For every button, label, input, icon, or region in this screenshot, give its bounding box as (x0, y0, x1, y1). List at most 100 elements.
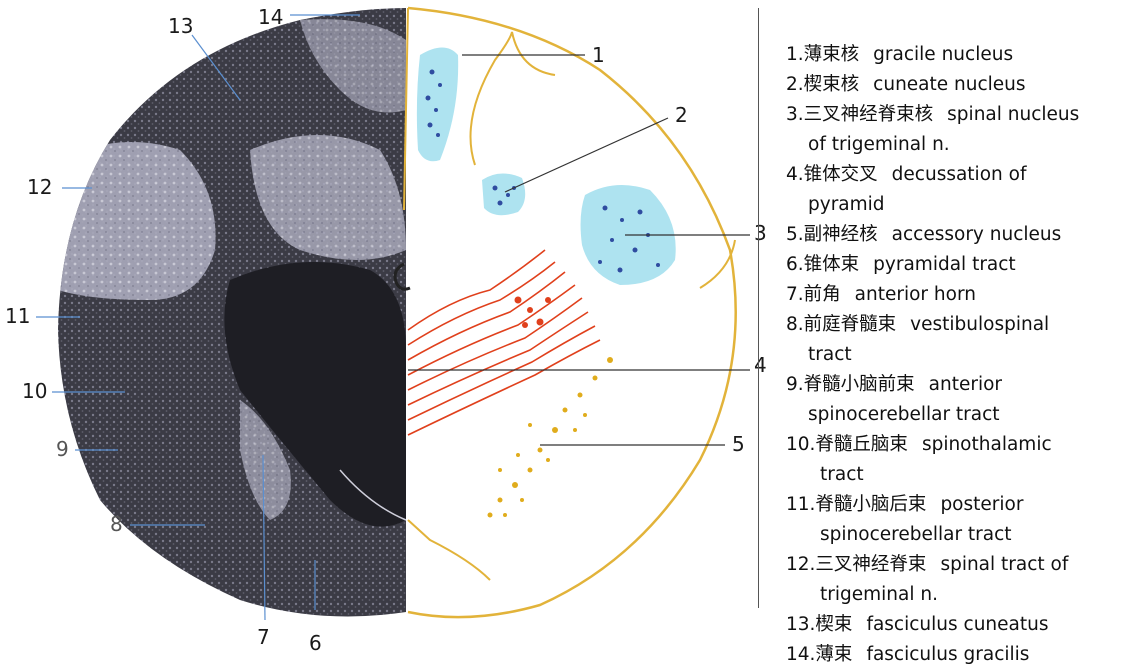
legend-number: 9. (786, 374, 804, 395)
legend-list: 1.薄束核 gracile nucleus 2.楔束核 cuneate nucleu… (786, 40, 1126, 670)
legend-zh: 薄束核 (803, 44, 860, 65)
legend-zh: 副神经核 (803, 224, 878, 245)
legend-number: 7. (786, 284, 804, 305)
dorsal-notch (393, 262, 411, 291)
label-13: 13 (168, 14, 193, 38)
legend-item-13: 13.楔束 fasciculus cuneatus (786, 610, 1126, 640)
legend-en: gracile nucleus (873, 44, 1014, 65)
legend-item-6: 6.锥体束 pyramidal tract (786, 250, 1126, 280)
legend-zh: 锥体交叉 (803, 164, 878, 185)
legend-en: spinal tract of (940, 554, 1069, 575)
legend-en: decussation of (891, 164, 1027, 185)
ventral-fissure-outline (407, 519, 491, 581)
legend-number: 10. (786, 434, 816, 455)
legend-en: spinal nucleus (947, 104, 1080, 125)
label-5: 5 (732, 432, 745, 456)
cuneate-nucleus-region (482, 173, 526, 216)
label-7: 7 (257, 625, 270, 649)
legend-zh: 楔束 (815, 614, 853, 635)
legend-number: 5. (786, 224, 804, 245)
legend-number: 1. (786, 44, 804, 65)
histology-half-section (58, 8, 411, 617)
label-2: 2 (675, 103, 688, 127)
inner-outline-right (699, 239, 736, 289)
legend-zh: 脊髓小脑前束 (803, 374, 915, 395)
light-region-anterior-horn (240, 400, 291, 520)
light-region-dorsal (250, 135, 406, 260)
legend-continuation: tract (820, 464, 864, 485)
label-9: 9 (56, 437, 69, 461)
dark-region-pyramid (224, 262, 406, 527)
medulla-cross-section-figure: 13 14 12 11 10 9 8 7 6 1 2 3 4 5 (5, 5, 767, 655)
light-region-upper (300, 19, 406, 113)
legend-en: anterior (928, 374, 1003, 395)
legend-item-14: 14.薄束 fasciculus gracilis (786, 640, 1126, 670)
pyramidal-decussation-clusters (514, 296, 551, 328)
legend-continuation: spinocerebellar tract (820, 524, 1012, 545)
legend-zh: 楔束核 (803, 74, 860, 95)
label-3: 3 (754, 221, 767, 245)
legend-item-8: 8.前庭脊髓束 vestibulospinal tract (786, 310, 1126, 370)
label-11: 11 (5, 304, 30, 328)
label-12: 12 (27, 175, 52, 199)
legend-zh: 前庭脊髓束 (803, 314, 897, 335)
dorsal-sulcus-outline (403, 7, 556, 211)
legend-en: pyramidal tract (873, 254, 1016, 275)
pyramidal-decussation-fibers (407, 249, 601, 436)
ventral-fissure (339, 469, 406, 521)
legend-number: 2. (786, 74, 804, 95)
legend-number: 4. (786, 164, 804, 185)
legend-item-7: 7.前角 anterior horn (786, 280, 1126, 310)
spinal-trigeminal-nucleus-dots (598, 205, 660, 273)
legend-item-3: 3.三叉神经脊束核 spinal nucleus of trigeminal n. (786, 100, 1126, 160)
legend-number: 13. (786, 614, 816, 635)
legend-en: fasciculus cuneatus (866, 614, 1049, 635)
legend-en: cuneate nucleus (873, 74, 1026, 95)
schematic-half (403, 6, 737, 619)
gracile-nucleus-dots (425, 69, 442, 137)
legend-continuation: trigeminal n. (820, 584, 938, 605)
medulla-outline (407, 6, 737, 619)
legend-item-11: 11.脊髓小脑后束 posterior spinocerebellar tract (786, 490, 1126, 550)
legend-number: 8. (786, 314, 804, 335)
legend-number: 14. (786, 644, 816, 665)
label-8: 8 (110, 512, 123, 536)
legend-item-2: 2.楔束核 cuneate nucleus (786, 70, 1126, 100)
legend-number: 11. (786, 494, 816, 515)
accessory-nucleus-dots (487, 357, 613, 518)
legend-zh: 脊髓小脑后束 (815, 494, 927, 515)
legend-divider (758, 8, 759, 608)
legend-zh: 薄束 (815, 644, 853, 665)
label-6: 6 (309, 631, 322, 655)
legend-zh: 三叉神经脊束核 (803, 104, 934, 125)
legend-continuation: tract (808, 344, 852, 365)
legend-en: accessory nucleus (891, 224, 1062, 245)
label-14: 14 (258, 5, 283, 29)
legend-item-1: 1.薄束核 gracile nucleus (786, 40, 1126, 70)
legend-zh: 三叉神经脊束 (815, 554, 927, 575)
pointer-lines (408, 54, 750, 446)
legend-zh: 前角 (803, 284, 841, 305)
legend-en: posterior (940, 494, 1024, 515)
legend-en: vestibulospinal (910, 314, 1050, 335)
label-10: 10 (22, 379, 47, 403)
label-4: 4 (754, 353, 767, 377)
light-region-spinal-tract (58, 142, 216, 300)
legend-number: 6. (786, 254, 804, 275)
legend-number: 3. (786, 104, 804, 125)
label-1: 1 (592, 43, 605, 67)
pointer-lines-left (36, 14, 360, 621)
legend-continuation: of trigeminal n. (808, 134, 950, 155)
legend-item-9: 9.脊髓小脑前束 anterior spinocerebellar tract (786, 370, 1126, 430)
legend-en: fasciculus gracilis (866, 644, 1030, 665)
legend-zh: 锥体束 (803, 254, 860, 275)
legend-item-5: 5.副神经核 accessory nucleus (786, 220, 1126, 250)
gracile-nucleus-region (416, 47, 459, 162)
legend-continuation: spinocerebellar tract (808, 404, 1000, 425)
legend-en: anterior horn (854, 284, 976, 305)
legend-number: 12. (786, 554, 816, 575)
legend-zh: 脊髓丘脑束 (815, 434, 908, 455)
